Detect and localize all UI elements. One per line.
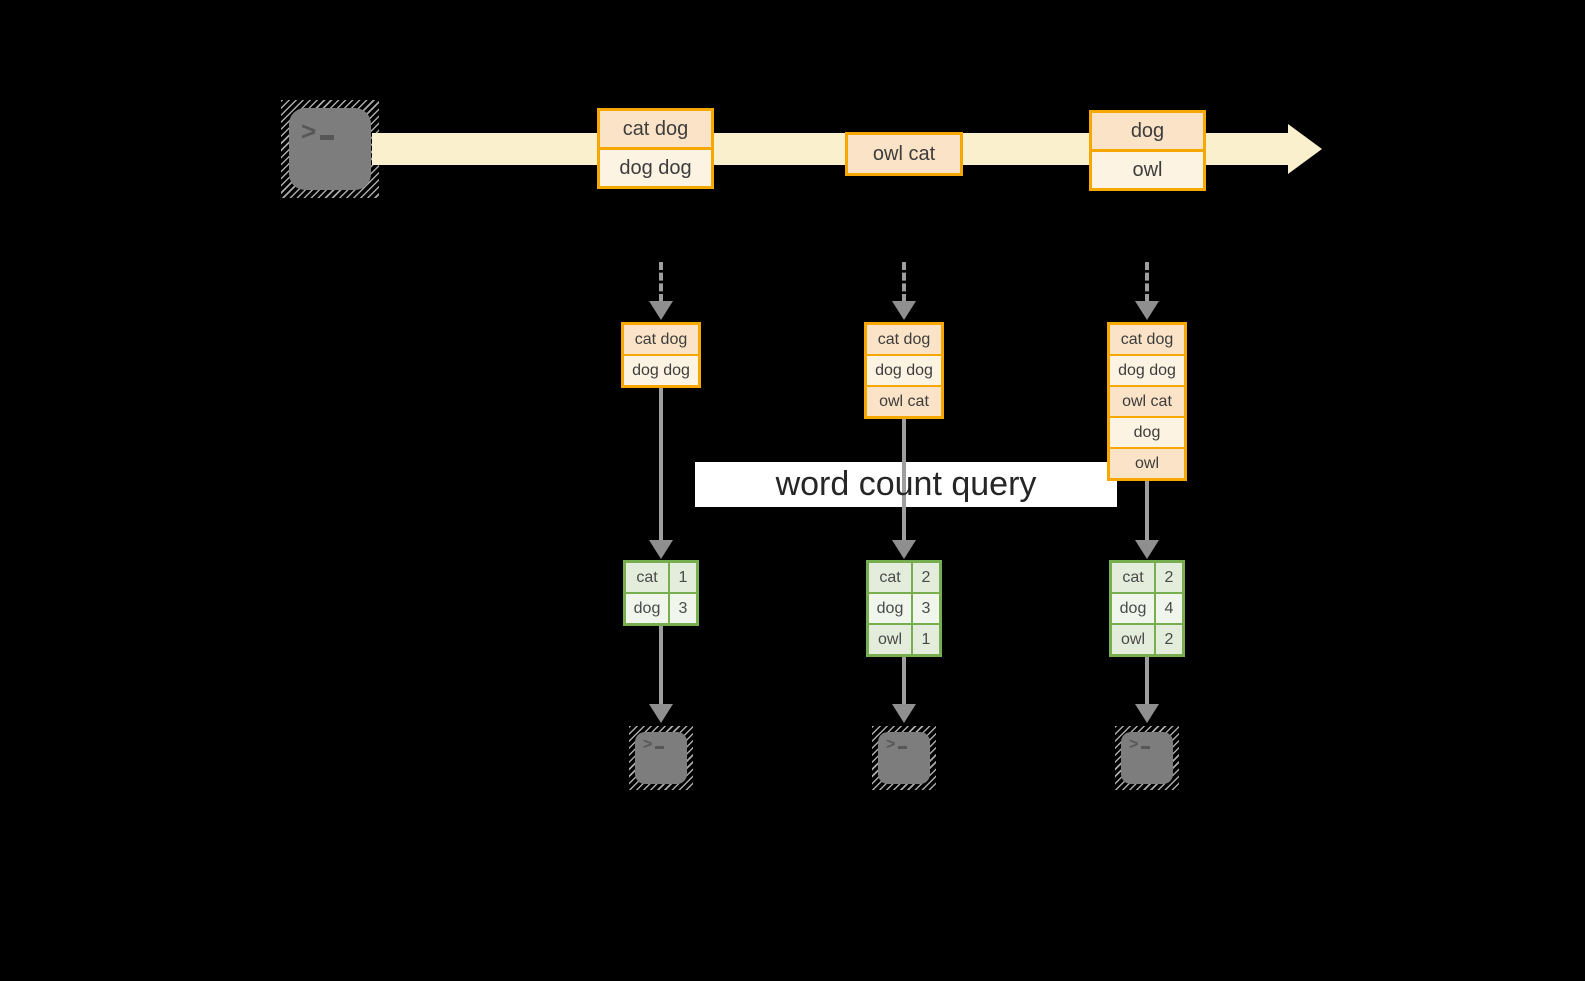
arrowhead-icon [1135, 540, 1159, 559]
arrowhead-icon [649, 301, 673, 320]
buffer-line: cat dog [624, 325, 698, 354]
output-arrow-line-1 [659, 626, 663, 704]
count-row: owl 2 [1112, 623, 1182, 654]
count-word: cat [626, 563, 670, 592]
count-value: 4 [1164, 600, 1174, 617]
terminal-screen: > [289, 108, 371, 190]
buffer-box-2: cat dog dog dog owl cat [864, 322, 944, 419]
buffer-line: owl cat [867, 385, 941, 416]
output-arrow-line-2 [902, 657, 906, 704]
query-arrow-line-1 [659, 388, 663, 540]
buffer-line: dog [1110, 416, 1184, 447]
count-word: dog [626, 594, 670, 623]
buffer-line: dog dog [867, 354, 941, 385]
arrowhead-icon [892, 704, 916, 723]
buffer-line: cat dog [1110, 325, 1184, 354]
terminal-screen: > [1121, 732, 1173, 784]
buffer-line: owl cat [1110, 385, 1184, 416]
buffer-line: cat dog [867, 325, 941, 354]
arrowhead-icon [1135, 301, 1159, 320]
terminal-sink-icon-1: > [629, 726, 693, 790]
ingest-dashed-arrow-1 [659, 262, 663, 302]
count-row: dog 3 [626, 592, 696, 623]
terminal-prompt-icon: > [1129, 736, 1151, 754]
count-word: cat [1112, 563, 1156, 592]
count-table-1: cat 1 dog 3 [623, 560, 699, 626]
stream-arrowhead-icon [1288, 124, 1322, 174]
count-word: owl [869, 625, 913, 654]
buffer-line: dog dog [1110, 354, 1184, 385]
message-line: dog dog [600, 147, 711, 186]
message-line: owl cat [848, 135, 960, 173]
query-arrow-line-2 [902, 419, 906, 540]
count-word: cat [869, 563, 913, 592]
count-table-2: cat 2 dog 3 owl 1 [866, 560, 942, 657]
terminal-sink-icon-3: > [1115, 726, 1179, 790]
arrowhead-icon [892, 301, 916, 320]
query-arrow-line-3 [1145, 481, 1149, 540]
count-word: dog [869, 594, 913, 623]
terminal-source-icon: > [281, 100, 379, 198]
arrowhead-icon [649, 704, 673, 723]
stream-message-3: dog owl [1089, 110, 1206, 191]
count-word: dog [1112, 594, 1156, 623]
count-value: 1 [678, 569, 688, 586]
count-table-3: cat 2 dog 4 owl 2 [1109, 560, 1185, 657]
count-row: owl 1 [869, 623, 939, 654]
count-value: 2 [1164, 631, 1174, 648]
count-row: cat 2 [1112, 563, 1182, 592]
ingest-dashed-arrow-2 [902, 262, 906, 302]
count-value: 2 [1164, 569, 1174, 586]
count-value: 3 [921, 600, 931, 617]
message-line: cat dog [600, 111, 711, 147]
stream-message-2: owl cat [845, 132, 963, 176]
terminal-screen: > [635, 732, 687, 784]
terminal-prompt-icon: > [301, 116, 335, 147]
message-line: owl [1092, 149, 1203, 188]
count-row: cat 1 [626, 563, 696, 592]
count-value: 2 [921, 569, 931, 586]
stream-message-1: cat dog dog dog [597, 108, 714, 189]
terminal-prompt-icon: > [886, 736, 908, 754]
count-row: dog 4 [1112, 592, 1182, 623]
buffer-line: owl [1110, 447, 1184, 478]
message-line: dog [1092, 113, 1203, 149]
arrowhead-icon [649, 540, 673, 559]
ingest-dashed-arrow-3 [1145, 262, 1149, 302]
count-row: dog 3 [869, 592, 939, 623]
count-word: owl [1112, 625, 1156, 654]
terminal-sink-icon-2: > [872, 726, 936, 790]
query-band [695, 462, 1117, 507]
count-row: cat 2 [869, 563, 939, 592]
arrowhead-icon [1135, 704, 1159, 723]
buffer-box-1: cat dog dog dog [621, 322, 701, 388]
query-band-label: word count query [775, 465, 1037, 503]
count-value: 1 [921, 631, 931, 648]
terminal-screen: > [878, 732, 930, 784]
buffer-box-3: cat dog dog dog owl cat dog owl [1107, 322, 1187, 481]
output-arrow-line-3 [1145, 657, 1149, 704]
buffer-line: dog dog [624, 354, 698, 385]
terminal-prompt-icon: > [643, 736, 665, 754]
arrowhead-icon [892, 540, 916, 559]
count-value: 3 [678, 600, 688, 617]
